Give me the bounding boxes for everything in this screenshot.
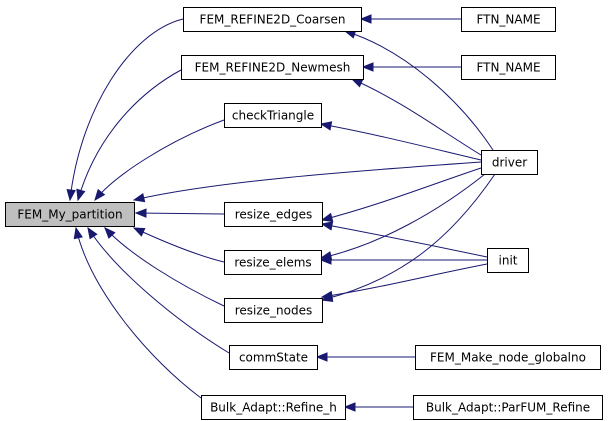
node-label: FTN_NAME: [476, 13, 540, 27]
node-box[interactable]: [413, 395, 603, 420]
edge-driver-to-resize_elems: [320, 173, 486, 259]
node-box[interactable]: [229, 345, 318, 370]
edge-checktriangle-to-fem_my_partition: [94, 119, 225, 201]
edge-commstate-to-fem_my_partition: [87, 227, 230, 354]
arrowhead: [73, 226, 83, 240]
node-init[interactable]: init: [487, 248, 529, 273]
node-label: FTN_NAME: [476, 61, 540, 75]
arrowhead: [76, 188, 86, 202]
arrowhead: [320, 290, 334, 301]
node-box[interactable]: [415, 345, 601, 370]
node-ftn-name-1[interactable]: FTN_NAME: [461, 7, 556, 32]
edge-resize_nodes-to-fem_my_partition: [104, 227, 225, 307]
arrowhead: [87, 226, 98, 240]
node-label: resize_elems: [234, 256, 311, 270]
arrowhead: [104, 227, 116, 239]
node-label: Bulk_Adapt::Refine_h: [210, 401, 337, 415]
edge-driver-to-coarsen: [344, 30, 494, 151]
node-driver[interactable]: driver: [481, 150, 538, 175]
node-label: Bulk_Adapt::ParFUM_Refine: [426, 401, 590, 415]
node-box[interactable]: [181, 55, 364, 80]
node-fem-my-partition[interactable]: FEM_My_partition: [5, 202, 135, 227]
node-box[interactable]: [461, 7, 556, 32]
arrowhead: [361, 62, 374, 72]
edge-resize_elems-to-fem_my_partition: [133, 227, 225, 263]
edge-driver-to-checktriangle: [320, 123, 482, 161]
edge-init-to-resize_edges: [321, 223, 488, 258]
node-resize-nodes[interactable]: resize_nodes: [224, 298, 323, 323]
edge-init-to-resize_nodes: [321, 263, 488, 298]
arrowhead: [315, 352, 328, 362]
node-label: resize_edges: [235, 208, 313, 222]
node-newmesh[interactable]: FEM_REFINE2D_Newmesh: [181, 55, 364, 80]
node-box[interactable]: [461, 55, 556, 80]
node-parfum-refine[interactable]: Bulk_Adapt::ParFUM_Refine: [413, 395, 603, 420]
edge-driver-to-newmesh: [351, 78, 482, 156]
node-box[interactable]: [224, 202, 323, 227]
node-label: driver: [492, 156, 527, 170]
edge-newmesh-to-fem_my_partition: [77, 69, 182, 201]
edge-driver-to-resize_edges: [321, 167, 482, 221]
node-label: FEM_REFINE2D_Newmesh: [195, 61, 351, 75]
node-label: checkTriangle: [232, 109, 314, 123]
node-resize-edges[interactable]: resize_edges: [224, 202, 323, 227]
arrowhead: [343, 402, 356, 412]
arrowhead: [132, 193, 146, 203]
arrowhead: [320, 212, 334, 222]
node-coarsen[interactable]: FEM_REFINE2D_Coarsen: [183, 7, 362, 32]
arrowhead: [66, 189, 76, 202]
node-resize-elems[interactable]: resize_elems: [224, 250, 322, 275]
node-label: resize_nodes: [235, 304, 313, 318]
edge-driver-to-fem_my_partition: [133, 161, 482, 201]
node-box[interactable]: [224, 250, 322, 275]
node-box[interactable]: [201, 395, 346, 420]
arrowhead: [132, 227, 146, 237]
node-box[interactable]: [224, 298, 323, 323]
node-checktriangle[interactable]: checkTriangle: [224, 103, 322, 128]
node-commstate[interactable]: commState: [229, 345, 318, 370]
node-label: FEM_Make_node_globalno: [430, 351, 586, 365]
arrowhead: [319, 121, 333, 131]
node-label: commState: [239, 351, 308, 365]
arrowhead: [350, 78, 364, 88]
node-box[interactable]: [224, 103, 322, 128]
node-label: FEM_REFINE2D_Coarsen: [200, 13, 346, 27]
arrowhead: [94, 188, 106, 202]
node-box[interactable]: [183, 7, 362, 32]
edges-layer: [66, 14, 496, 412]
node-label: FEM_My_partition: [17, 208, 122, 222]
node-make-node-globalno[interactable]: FEM_Make_node_globalno: [415, 345, 601, 370]
arrowhead: [319, 255, 332, 265]
node-box[interactable]: [481, 150, 538, 175]
nodes-layer: FEM_My_partition FEM_REFINE2D_CoarsenFEM_…: [5, 7, 603, 420]
edge-driver-to-resize_nodes: [321, 173, 496, 301]
node-bulk-refine-h[interactable]: Bulk_Adapt::Refine_h: [201, 395, 346, 420]
node-label: init: [499, 254, 518, 268]
edge-coarsen-to-fem_my_partition: [69, 18, 184, 201]
node-ftn-name-2[interactable]: FTN_NAME: [461, 55, 556, 80]
node-box[interactable]: [5, 202, 135, 227]
edge-bulk_refine_h-to-fem_my_partition: [75, 227, 202, 399]
arrowhead: [134, 208, 147, 218]
arrowhead: [359, 14, 372, 24]
edge-resize_edges-to-fem_my_partition: [135, 212, 225, 215]
node-box[interactable]: [487, 248, 529, 273]
arrowhead: [320, 221, 334, 231]
